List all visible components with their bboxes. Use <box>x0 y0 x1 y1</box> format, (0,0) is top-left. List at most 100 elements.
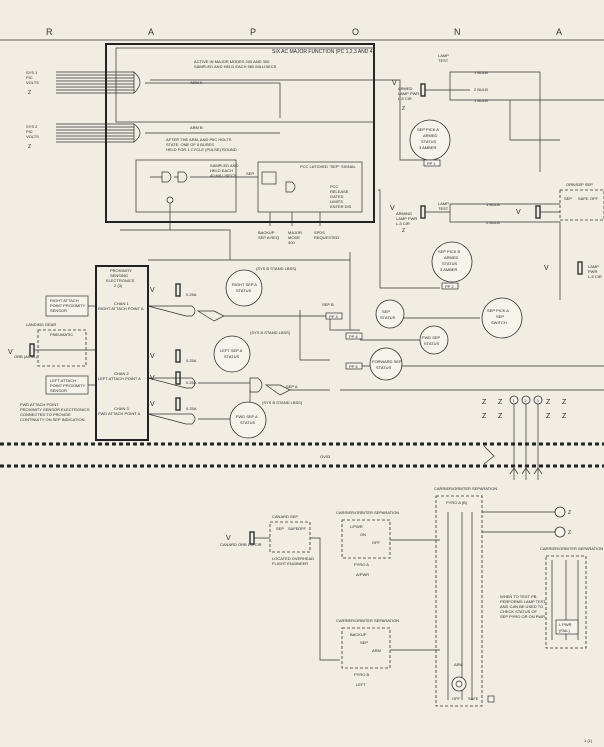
svg-text:1 BULB: 1 BULB <box>474 98 488 103</box>
svg-text:CHAN 1: CHAN 1 <box>114 301 129 306</box>
svg-text:1 BULB: 1 BULB <box>486 202 500 207</box>
lamp-test-mid: LAMP TEST V ARMING LAMP PWR L-5 CIR Z 1 … <box>378 189 561 300</box>
svg-text:A/PWR: A/PWR <box>356 572 369 577</box>
svg-text:PYRO B: PYRO B <box>354 672 369 677</box>
pcc-3: GATED <box>330 194 344 199</box>
svg-text:POINT PROXIMITY: POINT PROXIMITY <box>50 303 86 308</box>
divider-label: OV03 <box>320 454 331 459</box>
svg-text:CONTINUITY ON SEP INDICATION: CONTINUITY ON SEP INDICATION <box>20 417 85 422</box>
svg-text:PROXIMITY: PROXIMITY <box>110 268 132 273</box>
svg-text:PP 1: PP 1 <box>427 161 436 166</box>
svg-text:SEP A: SEP A <box>286 384 298 389</box>
svg-text:SEP B: SEP B <box>322 302 334 307</box>
svg-text:PNEUMATIC: PNEUMATIC <box>50 332 73 337</box>
svg-text:CHAN 2: CHAN 2 <box>114 371 129 376</box>
svg-text:LEFT ATTACH: LEFT ATTACH <box>50 378 76 383</box>
svg-text:ON: ON <box>360 532 366 537</box>
svg-text:STATUS: STATUS <box>224 354 240 359</box>
svg-text:TEST: TEST <box>438 58 449 63</box>
timing-box: SIX AC MAJOR FUNCTION (PC 1,2,3 AND 4) A… <box>56 43 375 260</box>
sampled-3: 40 MILLISECS <box>210 173 237 178</box>
bottom-2a: MAJOR <box>288 230 302 235</box>
svg-text:SENSOR: SENSOR <box>50 308 67 313</box>
svg-text:CANARD SEP: CANARD SEP <box>272 514 298 519</box>
svg-text:0.25A: 0.25A <box>186 358 197 363</box>
svg-text:LAMP: LAMP <box>438 201 449 206</box>
svg-text:SEP: SEP <box>564 196 572 201</box>
pcc-4: LIMITS <box>330 199 343 204</box>
ov03-divider: OV03 <box>0 440 604 480</box>
svg-text:PIC: PIC <box>26 75 33 80</box>
svg-text:TEST: TEST <box>438 206 449 211</box>
svg-text:LAMP: LAMP <box>438 53 449 58</box>
bottom-1b: SEP A REQ <box>258 235 279 240</box>
svg-text:ARMING: ARMING <box>396 211 412 216</box>
lamp-test-top: LAMP TEST V ARMED LAMP PWR L-5 CIR Z 1 B… <box>150 53 604 172</box>
svg-text:STATUS: STATUS <box>424 341 440 346</box>
svg-text:ARMED: ARMED <box>398 86 413 91</box>
svg-text:SEP: SEP <box>382 309 390 314</box>
sampled-1: SAMPLED AND <box>210 163 239 168</box>
left-input-1: SYS 1 PIC VOLTS Z <box>26 70 39 96</box>
arm-a-label: ARM A <box>190 80 203 85</box>
svg-text:0.25A: 0.25A <box>186 406 197 411</box>
svg-text:STATUS: STATUS <box>240 420 256 425</box>
canard-sep: CANARD SEP V CANARD ORB L-5 CIR SEP SAFE… <box>220 514 340 661</box>
svg-text:PP 5: PP 5 <box>349 364 358 369</box>
svg-text:FLIGHT ENGINEER: FLIGHT ENGINEER <box>272 561 308 566</box>
svg-text:CARRIER/ORBITER SEPARATION: CARRIER/ORBITER SEPARATION <box>434 486 497 491</box>
svg-text:PYRO A: PYRO A <box>354 562 369 567</box>
svg-text:FWD ATTACH POINT: FWD ATTACH POINT <box>20 402 59 407</box>
svg-text:VOLTS: VOLTS <box>26 80 39 85</box>
svg-text:3: 3 <box>537 398 540 403</box>
svg-text:Z: Z <box>562 399 567 406</box>
svg-text:3 AMBER: 3 AMBER <box>440 267 457 272</box>
svg-text:V: V <box>150 287 155 294</box>
sep-panel-2: CARRIER/ORBITER SEPARATION BACKUP SEP AR… <box>336 539 440 687</box>
vbus-top: V <box>392 80 397 87</box>
svg-text:PWR: PWR <box>588 269 597 274</box>
right-mid-lamp: V LAMP PWR L-5 CIR <box>544 261 602 279</box>
svg-text:2: 2 <box>525 398 528 403</box>
svg-text:Z: Z <box>562 413 567 420</box>
bottom-3a: SPDS <box>314 230 325 235</box>
svg-text:VOLTS: VOLTS <box>26 134 39 139</box>
svg-text:ELECTRONICS: ELECTRONICS <box>106 278 135 283</box>
svg-text:V: V <box>516 209 521 216</box>
svg-text:Z: Z <box>482 399 487 406</box>
svg-text:FORWARD SEP: FORWARD SEP <box>372 359 402 364</box>
svg-text:V: V <box>150 353 155 360</box>
svg-text:CANARD ORB L-5 CIR: CANARD ORB L-5 CIR <box>220 542 262 547</box>
svg-text:SAFE: SAFE <box>578 196 589 201</box>
svg-text:RIGHT ATTACH POINT A: RIGHT ATTACH POINT A <box>98 306 144 311</box>
left-input-2: SYS 2 PIC VOLTS Z <box>26 124 39 150</box>
svg-text:(SYS B STAND LBSS): (SYS B STAND LBSS) <box>250 330 291 335</box>
timing-note-2a: AFTER THE ARM, AND PIIC HOLTS <box>166 137 232 142</box>
bottom-2b: MODE <box>288 235 300 240</box>
svg-text:PROXIMITY SENSOR ELECTRONICS: PROXIMITY SENSOR ELECTRONICS <box>20 407 90 412</box>
svg-text:LEFT: LEFT <box>356 682 366 687</box>
svg-text:ORB/SEP SEP: ORB/SEP SEP <box>566 182 593 187</box>
svg-text:OFF: OFF <box>590 196 599 201</box>
svg-text:RIGHT ATTACH: RIGHT ATTACH <box>50 298 79 303</box>
svg-text:ARMED: ARMED <box>423 133 438 138</box>
svg-text:CONNECTED TO PROVIDE: CONNECTED TO PROVIDE <box>20 412 71 417</box>
svg-text:FWD SEP: FWD SEP <box>422 335 441 340</box>
svg-text:WHEN TO TEST PB: WHEN TO TEST PB <box>500 594 537 599</box>
svg-text:0.25A: 0.25A <box>186 380 197 385</box>
header-letter-3: P <box>250 27 256 37</box>
svg-text:Z: Z <box>546 413 551 420</box>
svg-text:L/PWR: L/PWR <box>350 524 363 529</box>
svg-text:SAFE: SAFE <box>288 526 299 531</box>
sep-panel-1: CARRIER/ORBITER SEPARATION L/PWR ON OFF … <box>336 510 399 577</box>
sep-a-meter: SEP PICK A SEP SWITCH <box>481 297 523 339</box>
svg-text:2 BULB: 2 BULB <box>486 220 500 225</box>
big-sep-switch: CARRIER/ORBITER SEPARATION PYRO A (B) AR… <box>434 486 497 707</box>
svg-text:V: V <box>226 535 231 542</box>
proximity-electronics: PROXIMITY SENSING ELECTRONICS 2 (3) CHAN… <box>8 265 149 441</box>
svg-text:ARM: ARM <box>454 662 463 667</box>
svg-text:STATUS: STATUS <box>442 261 458 266</box>
svg-text:Z: Z <box>482 413 487 420</box>
svg-text:SEP PICK A: SEP PICK A <box>487 308 509 313</box>
svg-text:CHAN 3: CHAN 3 <box>114 406 129 411</box>
